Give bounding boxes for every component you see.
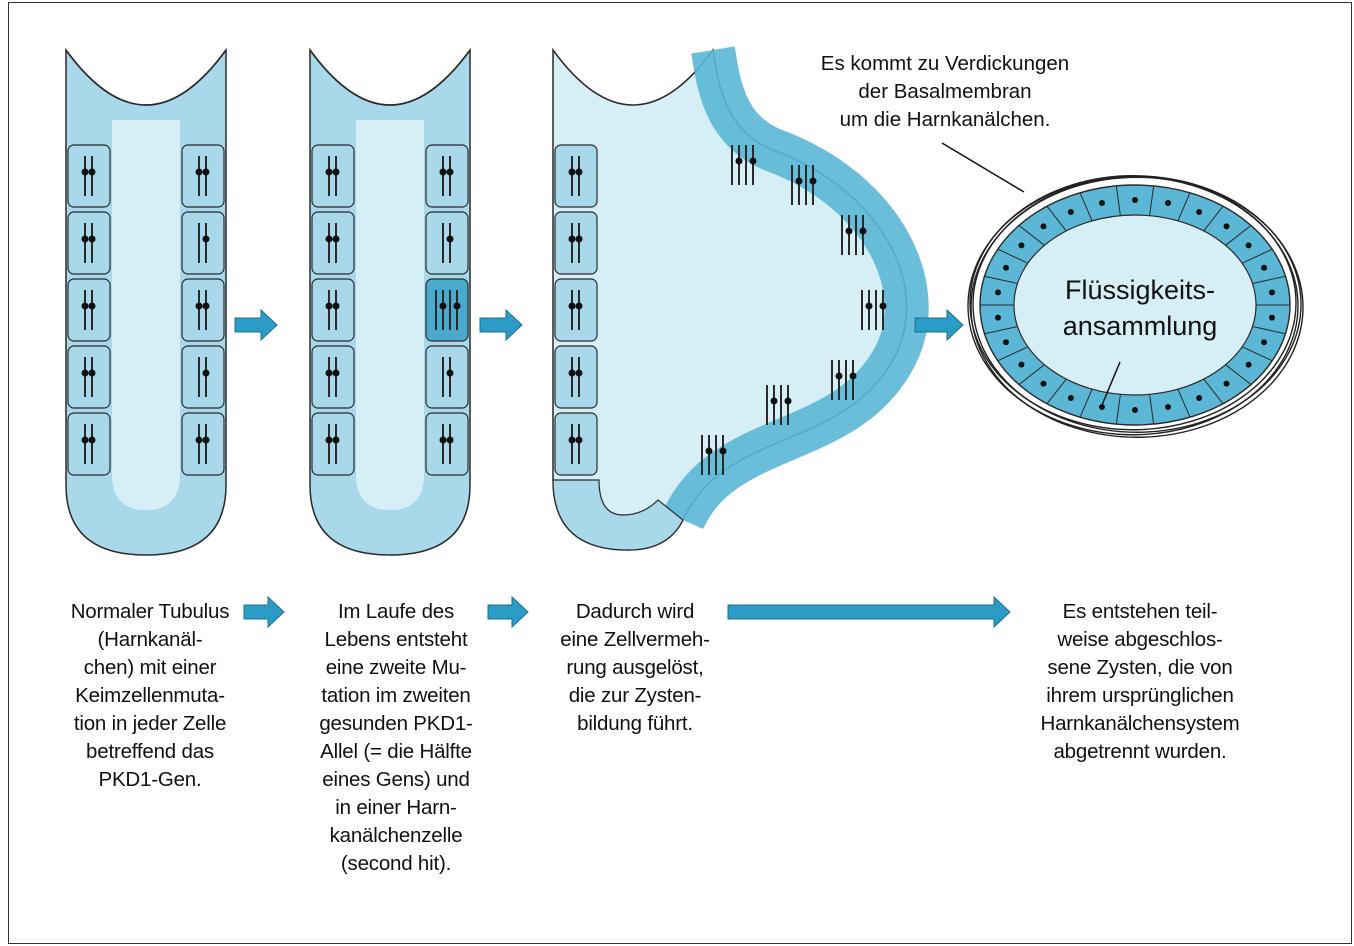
caption-separated-cysts: Es entstehen teil- weise abgeschlos- sen… bbox=[1010, 598, 1270, 766]
caption-normal-tubule: Normaler Tubulus (Harnkanäl- chen) mit e… bbox=[50, 598, 250, 794]
caption-second-hit: Im Laufe des Lebens entsteht eine zweite… bbox=[296, 598, 496, 878]
basement-membrane-annotation: Es kommt zu Verdickungen der Basalmembra… bbox=[770, 50, 1120, 134]
annotation-pointer bbox=[942, 143, 1024, 192]
caption-cell-proliferation: Dadurch wird eine Zellvermeh- rung ausge… bbox=[540, 598, 730, 738]
stage-arrow-1 bbox=[235, 310, 277, 340]
stage-arrow-2 bbox=[480, 310, 522, 340]
cyst-fluid-label: Flüssigkeits- ansammlung bbox=[1030, 272, 1250, 344]
caption-arrow-1 bbox=[244, 597, 284, 627]
tubule-second-hit bbox=[310, 50, 470, 555]
tubule-normal bbox=[66, 50, 226, 555]
caption-arrow-3 bbox=[728, 597, 1010, 627]
